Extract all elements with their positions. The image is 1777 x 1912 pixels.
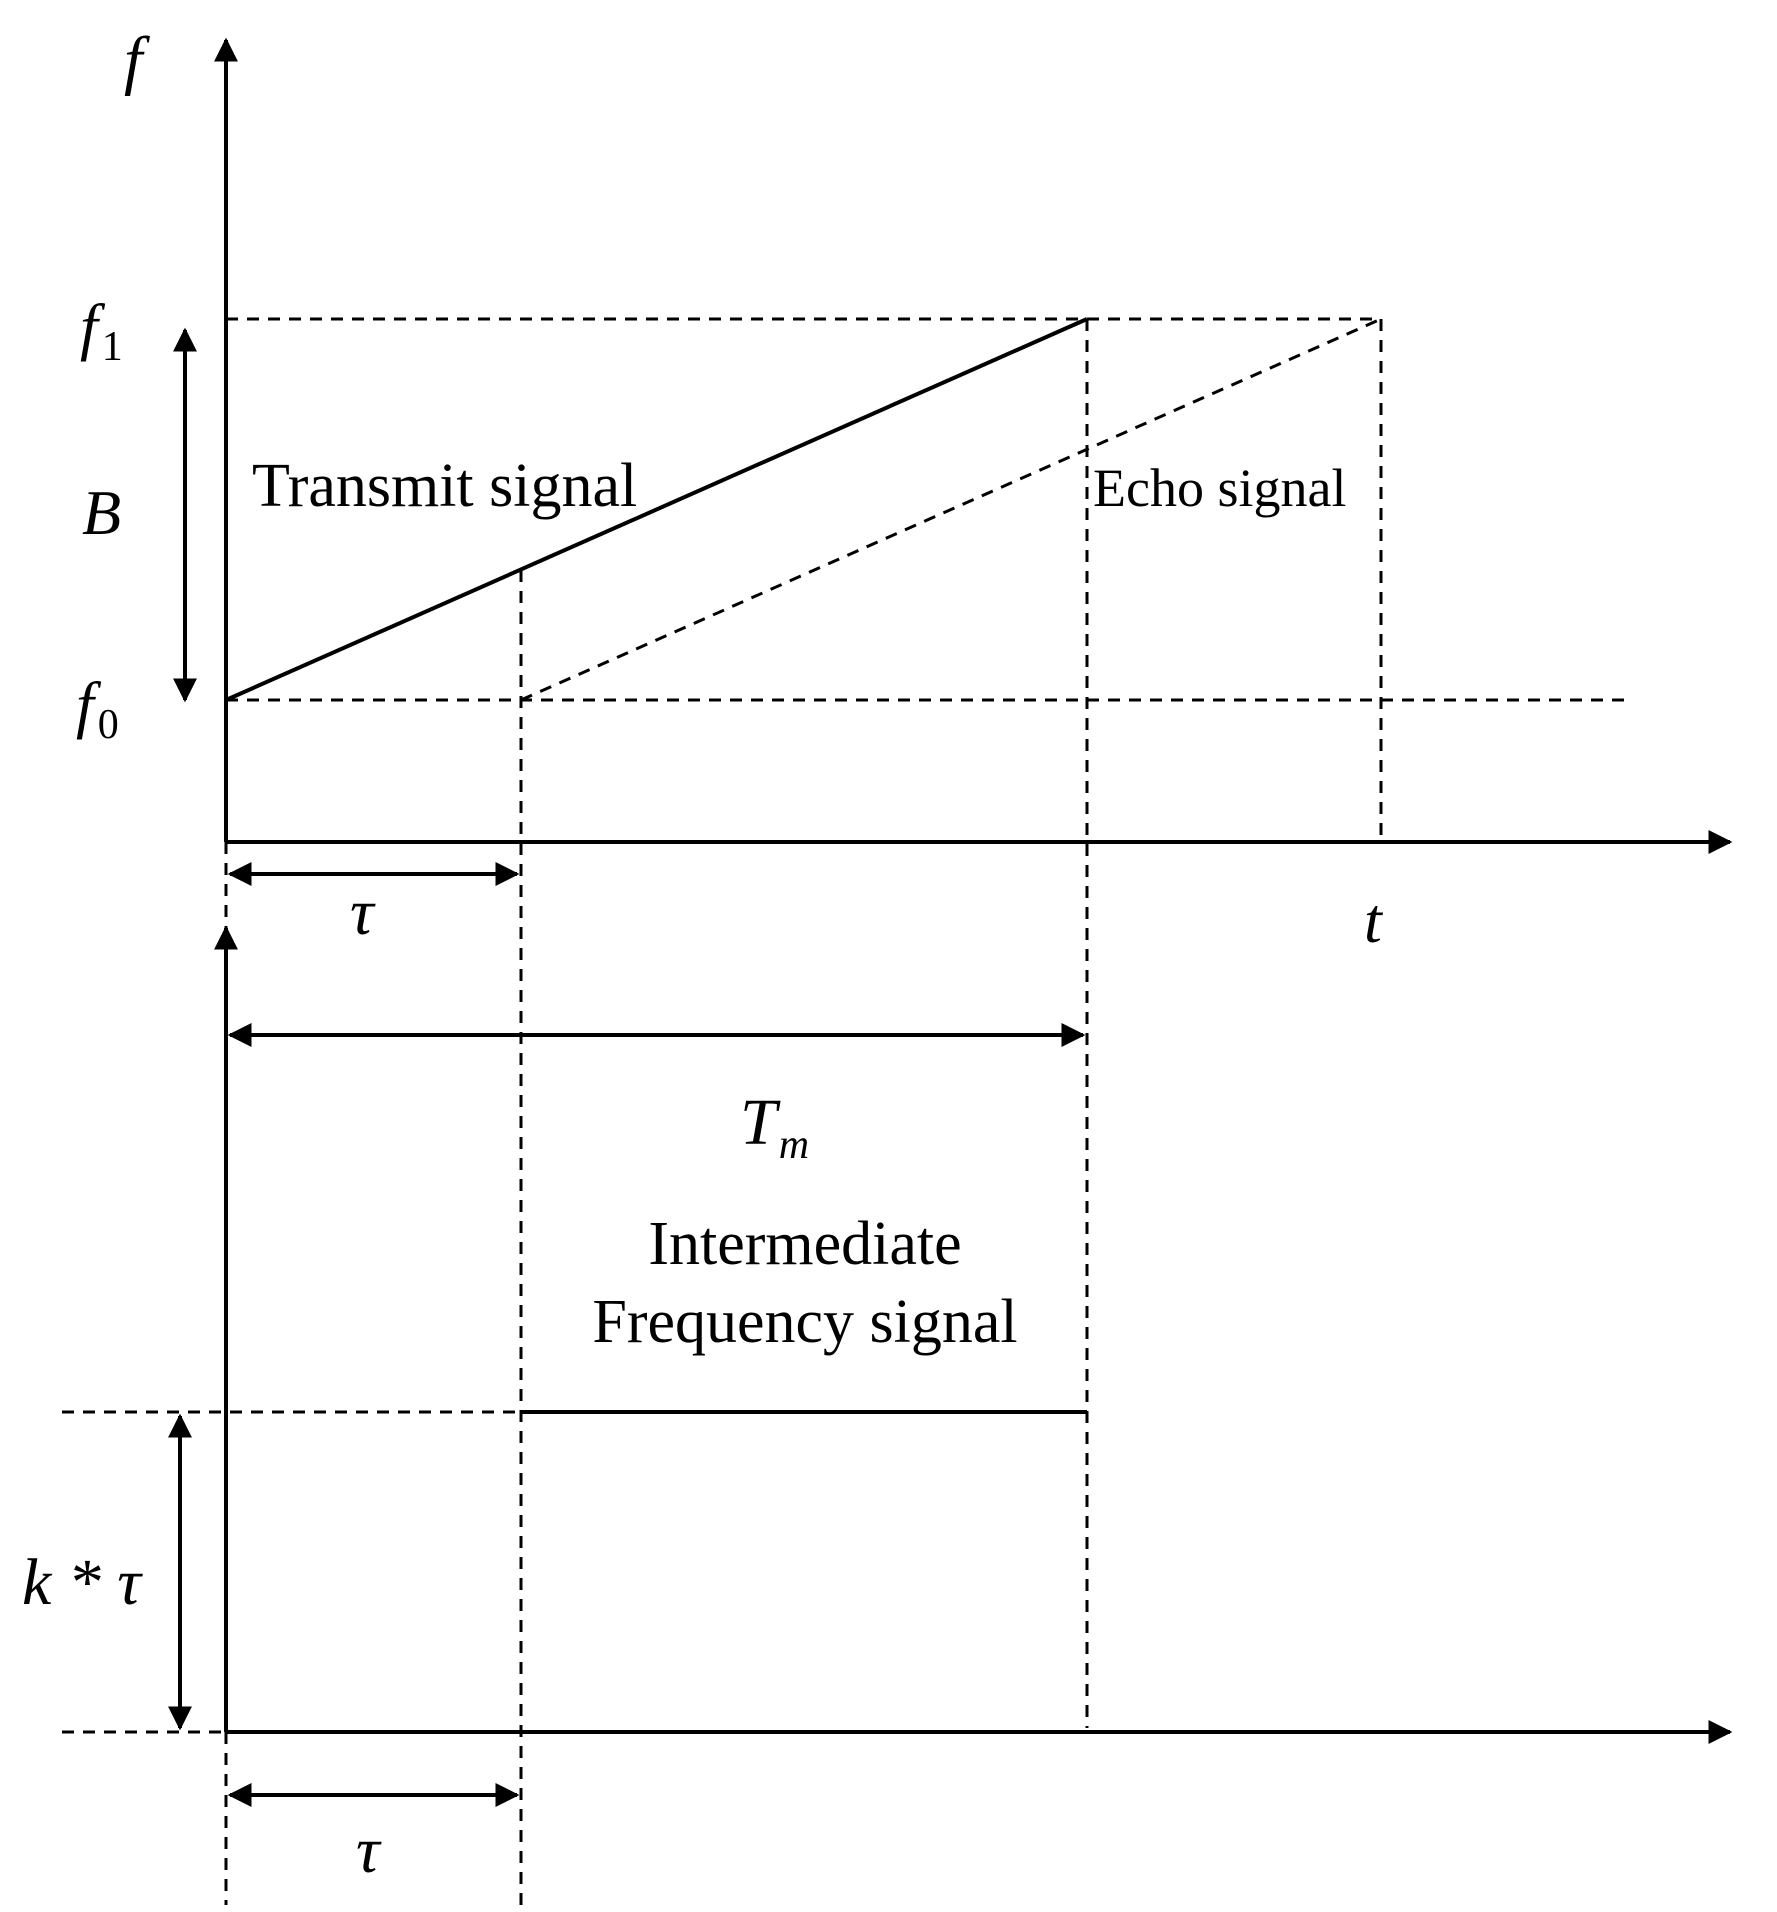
tm-label-sub: m bbox=[779, 1122, 809, 1168]
if-signal-label-line2: Frequency signal bbox=[592, 1288, 1017, 1356]
transmit-signal-label: Transmit signal bbox=[252, 452, 637, 520]
if-signal-label-line1: Intermediate bbox=[648, 1210, 961, 1278]
bandwidth-label: B bbox=[82, 477, 121, 548]
f1-label: f1 bbox=[80, 291, 123, 370]
tau-label-bottom: τ bbox=[356, 1814, 382, 1887]
f0-label: f0 bbox=[76, 669, 119, 748]
echo-signal-label: Echo signal bbox=[1093, 458, 1346, 518]
time-axis-label: t bbox=[1364, 885, 1384, 956]
f1-label-sub: 1 bbox=[102, 324, 123, 370]
frequency-axis-label: f bbox=[124, 24, 150, 97]
transmit-signal-line bbox=[225, 317, 1088, 702]
f0-label-sub: 0 bbox=[98, 702, 119, 748]
tm-label: Tm bbox=[740, 1086, 809, 1168]
echo-signal-line bbox=[520, 317, 1382, 702]
tm-label-base: T bbox=[740, 1086, 781, 1159]
tau-label-top: τ bbox=[350, 876, 376, 949]
k-tau-label: k * τ bbox=[22, 1546, 143, 1619]
